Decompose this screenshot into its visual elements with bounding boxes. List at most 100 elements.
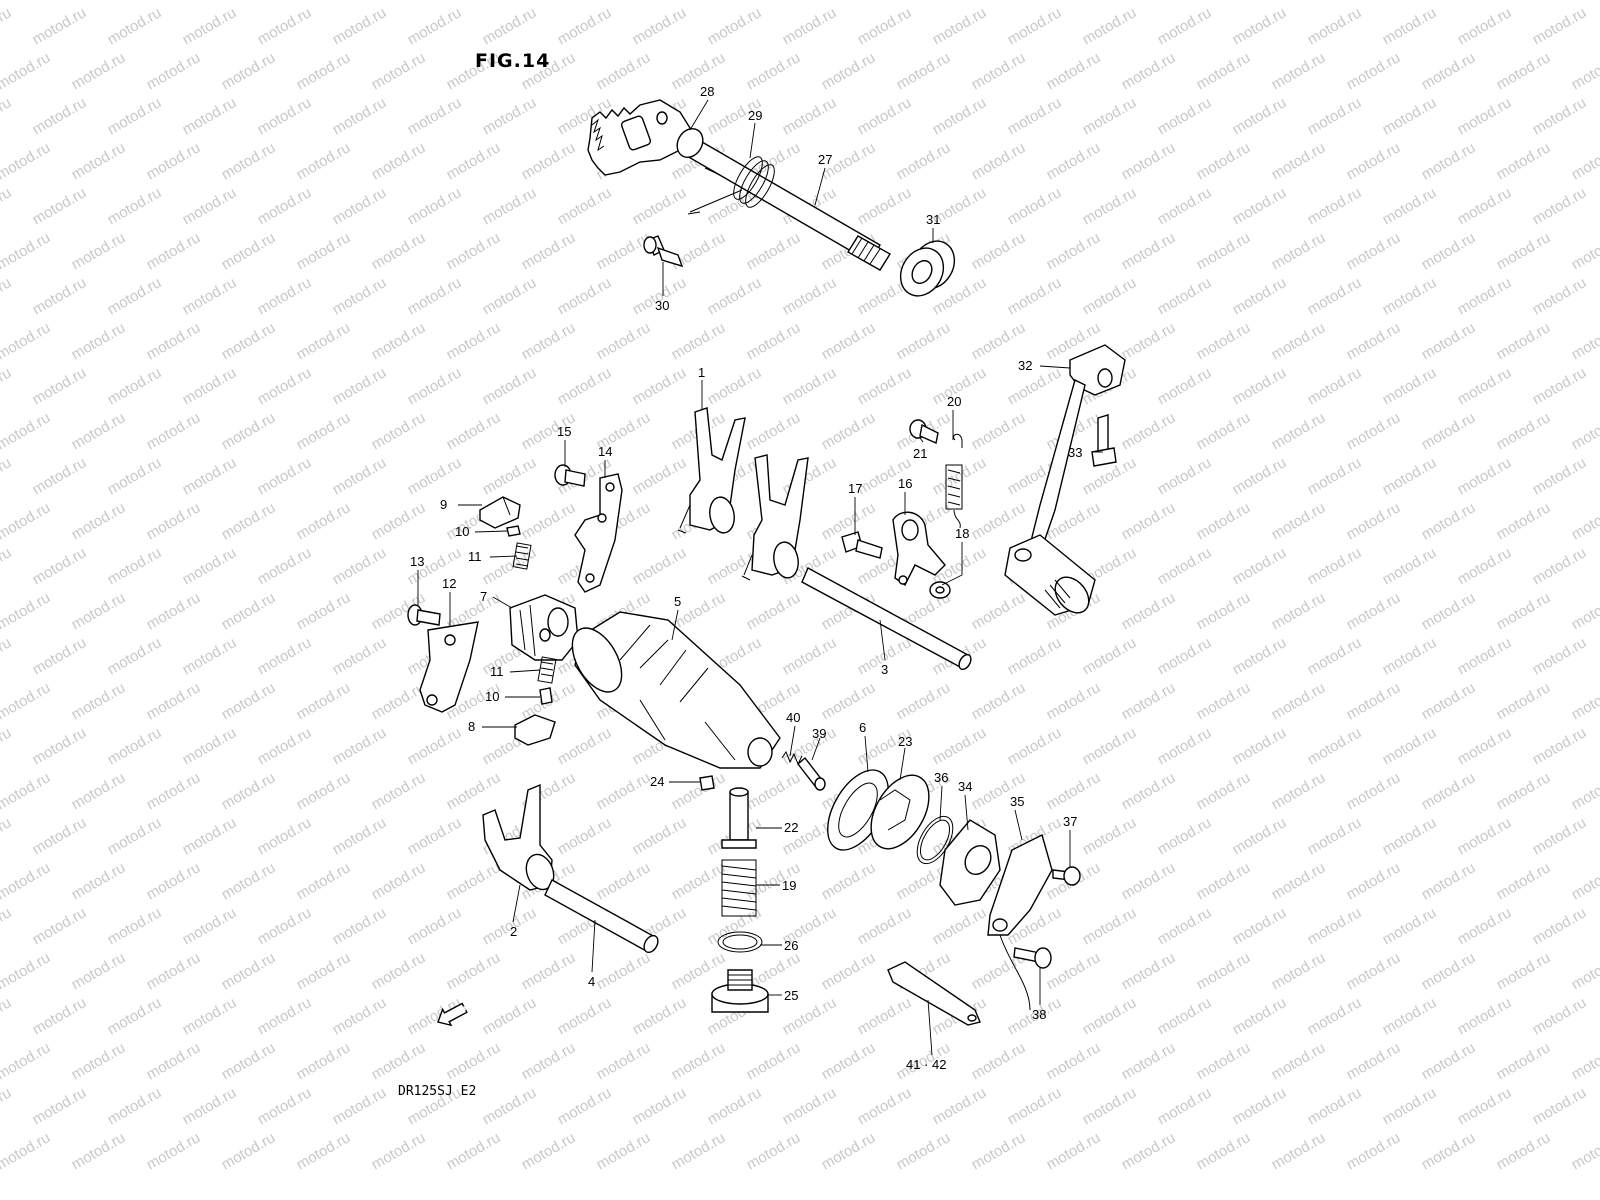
callout-27: 27 [818, 152, 832, 167]
watermark-text: motod.ru [0, 49, 53, 93]
callout-28: 28 [700, 84, 714, 99]
watermark-text: motod.ru [69, 1129, 129, 1173]
watermark-text: motod.ru [1305, 94, 1365, 138]
watermark-text: motod.ru [1269, 679, 1329, 723]
watermark-text: motod.ru [369, 1129, 429, 1173]
callout-29: 29 [748, 108, 762, 123]
watermark-text: motod.ru [219, 0, 279, 3]
watermark-text: motod.ru [519, 0, 579, 3]
watermark-text: motod.ru [105, 544, 165, 588]
watermark-text: motod.ru [1380, 904, 1440, 948]
watermark-text: motod.ru [594, 859, 654, 903]
watermark-text: motod.ru [219, 499, 279, 543]
watermark-text: motod.ru [69, 1039, 129, 1083]
watermark-text: motod.ru [1569, 49, 1600, 93]
callout-11-upper: 11 [468, 549, 482, 564]
watermark-text: motod.ru [1305, 1084, 1365, 1128]
watermark-text: motod.ru [294, 49, 354, 93]
watermark-text: motod.ru [369, 769, 429, 813]
watermark-text: motod.ru [180, 454, 240, 498]
watermark-text: motod.ru [1305, 184, 1365, 228]
model-code: DR125SJ E2 [398, 1084, 476, 1099]
watermark-text: motod.ru [1419, 589, 1479, 633]
watermark-text: motod.ru [255, 634, 315, 678]
watermark-text: motod.ru [819, 1129, 879, 1173]
callout-41-42: 41 · 42 [906, 1057, 946, 1072]
watermark-text: motod.ru [0, 0, 53, 3]
watermark-text: motod.ru [219, 589, 279, 633]
watermark-text: motod.ru [30, 274, 90, 318]
watermark-text: motod.ru [555, 1084, 615, 1128]
watermark-text: motod.ru [630, 544, 690, 588]
watermark-text: motod.ru [180, 814, 240, 858]
watermark-text: motod.ru [1494, 769, 1554, 813]
watermark-text: motod.ru [744, 49, 804, 93]
watermark-text: motod.ru [1194, 49, 1254, 93]
watermark-text: motod.ru [255, 904, 315, 948]
watermark-text: motod.ru [855, 904, 915, 948]
watermark-text: motod.ru [1269, 859, 1329, 903]
watermark-text: motod.ru [330, 904, 390, 948]
watermark-text: motod.ru [1419, 499, 1479, 543]
watermark-text: motod.ru [1155, 814, 1215, 858]
watermark-text: motod.ru [1344, 859, 1404, 903]
watermark-text: motod.ru [1455, 184, 1515, 228]
watermark-text: motod.ru [1569, 859, 1600, 903]
watermark-text: motod.ru [369, 949, 429, 993]
watermark-text: motod.ru [555, 274, 615, 318]
watermark-text: motod.ru [480, 94, 540, 138]
watermark-text: motod.ru [1494, 409, 1554, 453]
watermark-text: motod.ru [369, 1039, 429, 1083]
watermark-text: motod.ru [405, 904, 465, 948]
callout-8: 8 [468, 719, 475, 734]
watermark-text: motod.ru [819, 0, 879, 3]
watermark-text: motod.ru [0, 814, 14, 858]
part-9-pawl [479, 496, 521, 529]
watermark-text: motod.ru [180, 1084, 240, 1128]
watermark-text: motod.ru [1269, 229, 1329, 273]
watermark-text: motod.ru [1194, 319, 1254, 363]
watermark-text: motod.ru [1044, 229, 1104, 273]
watermark-text: motod.ru [105, 94, 165, 138]
watermark-text: motod.ru [180, 274, 240, 318]
watermark-text: motod.ru [1194, 139, 1254, 183]
part-10-pin-upper [506, 525, 521, 537]
callout-23: 23 [898, 734, 912, 749]
watermark-text: motod.ru [1344, 589, 1404, 633]
watermark-text: motod.ru [30, 1084, 90, 1128]
watermark-text: motod.ru [144, 409, 204, 453]
watermark-text: motod.ru [669, 859, 729, 903]
watermark-text: motod.ru [930, 1084, 990, 1128]
watermark-text: motod.ru [1419, 409, 1479, 453]
watermark-text: motod.ru [180, 4, 240, 48]
watermark-text: motod.ru [669, 0, 729, 3]
watermark-text: motod.ru [1119, 949, 1179, 993]
watermark-text: motod.ru [1155, 364, 1215, 408]
watermark-text: motod.ru [444, 409, 504, 453]
watermark-text: motod.ru [69, 49, 129, 93]
part-24-pin [699, 775, 715, 791]
watermark-text: motod.ru [1494, 229, 1554, 273]
watermark-text: motod.ru [0, 994, 14, 1038]
watermark-text: motod.ru [519, 1039, 579, 1083]
watermark-text: motod.ru [480, 454, 540, 498]
watermark-text: motod.ru [555, 364, 615, 408]
watermark-text: motod.ru [819, 49, 879, 93]
watermark-text: motod.ru [0, 364, 14, 408]
watermark-text: motod.ru [0, 1084, 14, 1128]
watermark-text: motod.ru [294, 589, 354, 633]
part-27-gearshift-shaft [676, 127, 891, 271]
watermark-text: motod.ru [0, 229, 53, 273]
callout-31: 31 [926, 212, 940, 227]
watermark-text: motod.ru [1380, 454, 1440, 498]
watermark-text: motod.ru [519, 139, 579, 183]
watermark-text: motod.ru [1380, 4, 1440, 48]
watermark-text: motod.ru [405, 454, 465, 498]
watermark-text: motod.ru [1569, 769, 1600, 813]
watermark-text: motod.ru [594, 1129, 654, 1173]
watermark-text: motod.ru [669, 49, 729, 93]
watermark-text: motod.ru [1230, 634, 1290, 678]
watermark-text: motod.ru [294, 859, 354, 903]
watermark-text: motod.ru [1119, 499, 1179, 543]
